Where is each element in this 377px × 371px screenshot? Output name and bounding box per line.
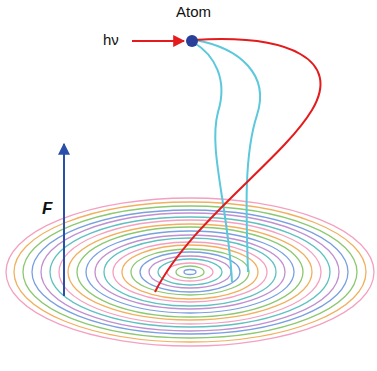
- detector-ring: [140, 252, 240, 292]
- electron-trajectory: [195, 40, 260, 272]
- detector-ring: [59, 220, 321, 324]
- detector-rings: [6, 198, 374, 346]
- force-label: F: [42, 200, 52, 219]
- detector-ring: [176, 266, 204, 278]
- detector-ring: [95, 235, 285, 309]
- detector-ring: [122, 245, 258, 299]
- detector-ring: [149, 256, 231, 288]
- photon-arrow: [132, 40, 184, 42]
- photon-label: hν: [103, 32, 119, 49]
- detector-ring: [113, 242, 267, 302]
- detector-ring: [14, 202, 366, 342]
- force-arrow: [63, 144, 65, 296]
- electron-trajectory: [155, 39, 320, 292]
- detector-ring: [50, 217, 330, 327]
- detector-ring: [23, 206, 357, 338]
- detector-ring: [41, 213, 339, 331]
- detector-ring: [104, 238, 276, 306]
- atom-dot: [186, 35, 198, 47]
- electron-trajectory: [193, 42, 232, 282]
- detector-ring: [6, 198, 374, 346]
- detector-ring: [32, 210, 348, 334]
- detector-ring: [86, 231, 294, 313]
- atom-label: Atom: [176, 4, 211, 21]
- detector-ring: [68, 224, 312, 320]
- detector-ring: [184, 270, 196, 275]
- detector-ring: [167, 263, 213, 281]
